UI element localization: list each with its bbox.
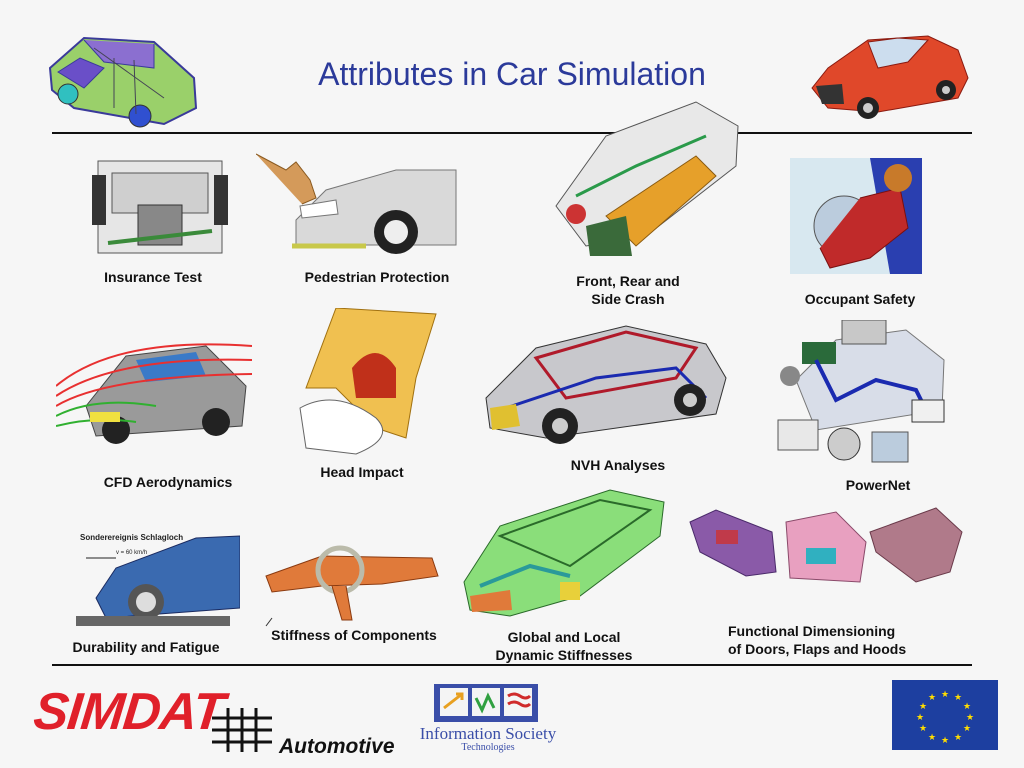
caption-insurance-test: Insurance Test [104,269,202,285]
svg-text:★: ★ [963,724,971,734]
caption-functional-dimensioning: Functional Dimensioning of Doors, Flaps … [728,623,907,657]
front-rear-side-crash-image [555,101,739,256]
caption-global-local-stiffness: Global and Local Dynamic Stiffnesses [495,629,633,663]
durability-fatigue-image: Sonderereignis Schlagloch v = 60 km/h [76,528,240,632]
durability-inset-label: Sonderereignis Schlagloch [80,533,183,542]
grid-logo-icon [212,708,272,752]
simdat-logo: SIMDAT [30,683,227,741]
automotive-label: Automotive [279,735,395,758]
occupant-safety-image [790,158,922,274]
caption-powernet: PowerNet [845,477,911,493]
red-sedan-image [811,35,969,119]
caption-pedestrian-protection: Pedestrian Protection [304,269,450,285]
svg-text:★: ★ [916,713,924,723]
eu-flag-icon: ★★★ ★★★ ★★★ ★★★ [892,680,998,750]
wireframe-car-image [48,36,198,128]
svg-text:★: ★ [963,702,971,712]
nvh-analyses-image [485,325,727,444]
svg-text:★: ★ [928,733,936,743]
caption-cfd-aerodynamics: CFD Aerodynamics [103,474,233,490]
powernet-image [777,320,945,463]
global-local-stiffness-image [463,489,665,617]
svg-text:★: ★ [941,690,949,700]
stiffness-components-image [265,545,439,627]
svg-text:★: ★ [954,733,962,743]
ist-logo-icon [434,684,538,722]
head-impact-image [299,308,437,455]
svg-text:★: ★ [954,693,962,703]
pedestrian-protection-image [256,153,457,254]
doors-flaps-hoods-image [689,507,963,583]
caption-nvh-analyses: NVH Analyses [570,457,666,473]
caption-durability-fatigue: Durability and Fatigue [72,639,220,655]
svg-text:★: ★ [919,724,927,734]
ist-subtitle: Technologies [461,742,515,753]
caption-front-rear-side-crash: Front, Rear and Side Crash [576,273,680,307]
cfd-aerodynamics-image [56,343,252,444]
svg-text:★: ★ [928,693,936,703]
insurance-test-image [92,160,228,254]
durability-inset-speed: v = 60 km/h [116,550,147,556]
bottom-divider [52,664,972,666]
caption-occupant-safety: Occupant Safety [804,291,916,307]
caption-head-impact: Head Impact [320,464,404,480]
caption-stiffness-components: Stiffness of Components [271,627,437,643]
svg-text:★: ★ [919,702,927,712]
svg-text:★: ★ [966,713,974,723]
svg-text:★: ★ [941,736,949,746]
ist-title: Information Society [419,724,557,743]
slide-title: Attributes in Car Simulation [318,56,706,92]
top-divider [52,132,972,134]
